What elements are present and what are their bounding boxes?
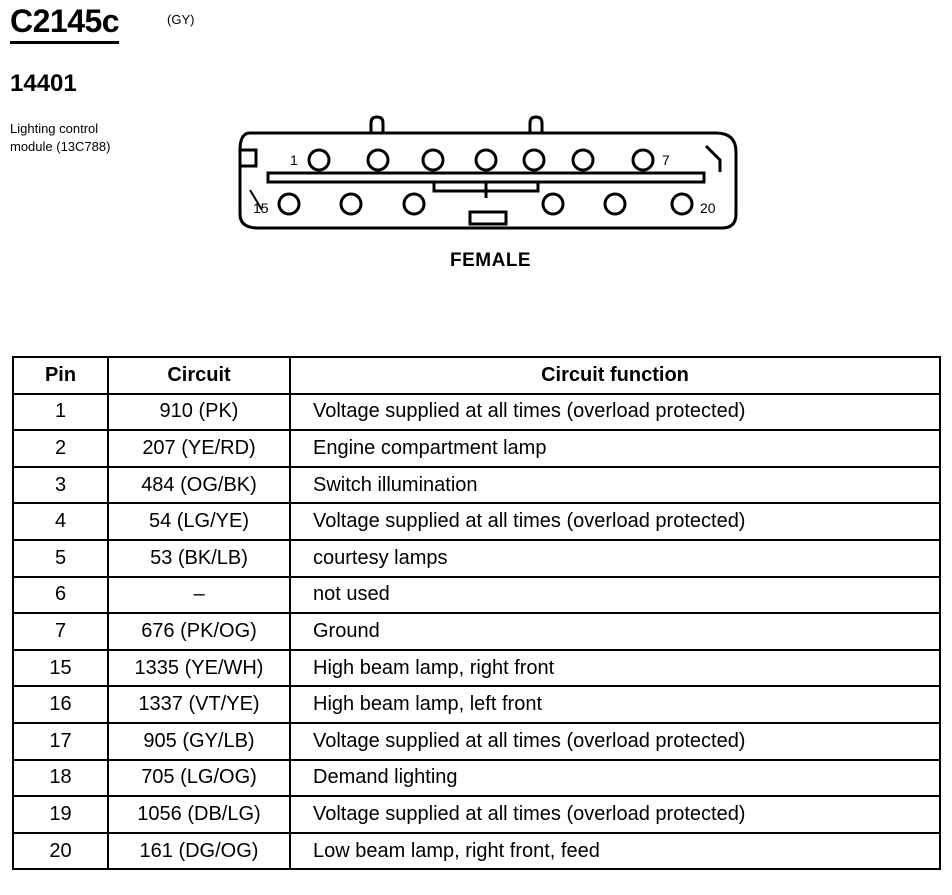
function-cell: Engine compartment lamp	[289, 429, 941, 468]
pin-cavity	[277, 192, 301, 216]
pin-label-top-first: 1	[290, 152, 298, 168]
keyway-slot	[468, 210, 508, 226]
circuit-cell: 1337 (VT/YE)	[107, 685, 291, 724]
pin-cell: 19	[12, 795, 109, 834]
pin-cell: 4	[12, 502, 109, 541]
function-cell: Demand lighting	[289, 758, 941, 798]
circuit-cell: 54 (LG/YE)	[107, 502, 291, 541]
function-cell: courtesy lamps	[289, 538, 941, 578]
function-cell: Voltage supplied at all times (overload …	[289, 502, 941, 541]
header-circuit: Circuit	[107, 356, 291, 395]
header-pin: Pin	[12, 356, 109, 395]
table-row: 6–not used	[12, 575, 941, 615]
function-cell: Low beam lamp, right front, feed	[289, 831, 941, 871]
pin-label-bottom-last: 20	[700, 200, 716, 216]
connector-housing	[238, 131, 738, 230]
function-cell: Voltage supplied at all times (overload …	[289, 795, 941, 834]
table-header-row: Pin Circuit Circuit function	[12, 356, 941, 395]
pin-cavity	[474, 148, 498, 172]
pin-cell: 5	[12, 538, 109, 578]
housing-chamfer	[704, 144, 722, 172]
pin-cavity	[366, 148, 390, 172]
locking-tab-right	[528, 115, 544, 133]
pin-cavity	[541, 192, 565, 216]
part-number: 14401	[10, 70, 77, 97]
pin-cell: 3	[12, 465, 109, 505]
description-line-1: Lighting control	[10, 121, 99, 136]
top-cavity-row	[307, 148, 655, 172]
header-circuit-function: Circuit function	[289, 356, 941, 395]
pin-cell: 18	[12, 758, 109, 798]
housing-key-square	[238, 148, 258, 168]
circuit-cell: 910 (PK)	[107, 392, 291, 432]
circuit-cell: 705 (LG/OG)	[107, 758, 291, 798]
pin-cavity	[421, 148, 445, 172]
pin-cell: 2	[12, 429, 109, 468]
pin-cavity	[603, 192, 627, 216]
pin-cell: 15	[12, 648, 109, 688]
function-cell: High beam lamp, left front	[289, 685, 941, 724]
pin-cavity	[339, 192, 363, 216]
circuit-cell: 1056 (DB/LG)	[107, 795, 291, 834]
pin-label-top-last: 7	[662, 152, 670, 168]
function-cell: Switch illumination	[289, 465, 941, 505]
connector-id: C2145c	[10, 2, 120, 44]
circuit-cell: 676 (PK/OG)	[107, 612, 291, 651]
circuit-cell: 905 (GY/LB)	[107, 721, 291, 761]
connector-face-diagram: 1 7 15 20	[238, 115, 738, 230]
circuit-cell: 207 (YE/RD)	[107, 429, 291, 468]
pin-cell: 6	[12, 575, 109, 615]
circuit-cell: 53 (BK/LB)	[107, 538, 291, 578]
locking-tab-left	[369, 115, 385, 133]
pin-cavity	[402, 192, 426, 216]
function-cell: Voltage supplied at all times (overload …	[289, 392, 941, 432]
circuit-cell: 161 (DG/OG)	[107, 831, 291, 871]
circuit-cell: 1335 (YE/WH)	[107, 648, 291, 688]
housing-left-bevel	[249, 189, 263, 211]
pin-label-bottom-first: 15	[253, 200, 269, 216]
circuit-cell: –	[107, 575, 291, 615]
pin-cell: 20	[12, 831, 109, 871]
function-cell: Voltage supplied at all times (overload …	[289, 721, 941, 761]
pin-cavity	[670, 192, 694, 216]
bottom-cavity-row	[277, 192, 694, 216]
description-line-2: module (13C788)	[10, 139, 111, 154]
pin-cavity	[631, 148, 655, 172]
connector-color-code: (GY)	[167, 12, 195, 27]
pin-cell: 7	[12, 612, 109, 651]
component-description: Lighting control module (13C788)	[10, 120, 110, 156]
connector-gender: FEMALE	[450, 250, 532, 271]
pin-cavity	[307, 148, 331, 172]
pin-cavity	[571, 148, 595, 172]
function-cell: Ground	[289, 612, 941, 651]
pin-cell: 17	[12, 721, 109, 761]
function-cell: High beam lamp, right front	[289, 648, 941, 688]
pin-cell: 16	[12, 685, 109, 724]
circuit-cell: 484 (OG/BK)	[107, 465, 291, 505]
function-cell: not used	[289, 575, 941, 615]
pin-cell: 1	[12, 392, 109, 432]
pin-cavity	[522, 148, 546, 172]
